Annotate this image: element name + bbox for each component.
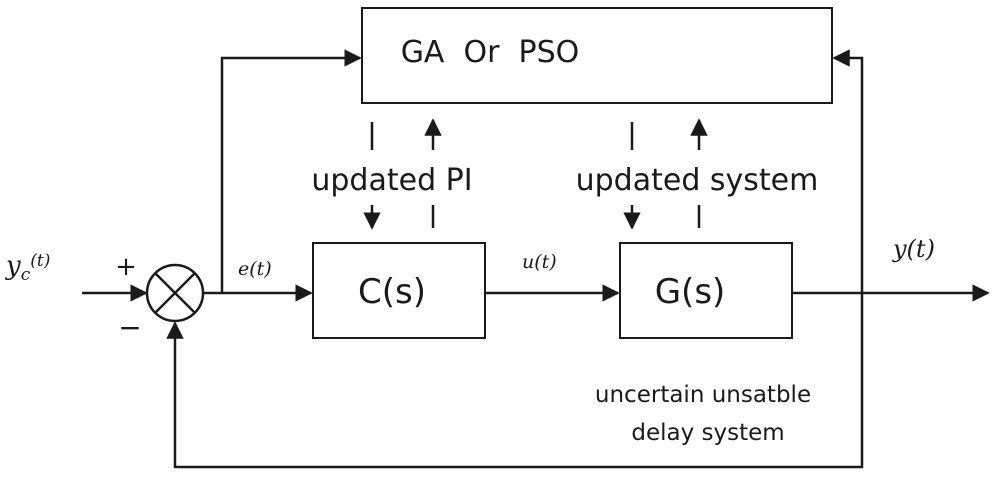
updated-system-label: updated system <box>576 163 819 198</box>
optimizer-box <box>361 7 833 104</box>
minus-sign: − <box>118 311 141 344</box>
output-signal-label: y(t) <box>892 235 935 263</box>
summing-junction: + − <box>115 252 205 344</box>
summing-cross-b <box>154 272 196 314</box>
optimizer-block: GA Or PSO <box>361 7 833 104</box>
updated-pi-label: updated PI <box>311 163 472 198</box>
plus-sign: + <box>115 252 137 282</box>
plant-block: G(s) <box>619 242 793 339</box>
controller-box <box>312 242 486 339</box>
feedback-arrow <box>166 293 864 469</box>
control-signal-label: u(t) <box>522 251 557 273</box>
optimizer-label: GA Or PSO <box>401 35 580 70</box>
reference-argument: (t) <box>30 251 50 271</box>
error-signal-label: e(t) <box>238 258 272 280</box>
plant-caption-line1: uncertain unsatble <box>595 382 811 408</box>
output-to-optimizer-arrow <box>832 49 864 293</box>
controller-label: C(s) <box>358 272 426 312</box>
reference-signal-label: yc(t) <box>5 251 50 285</box>
plant-box <box>619 242 793 339</box>
error-to-optimizer-arrow <box>220 49 362 293</box>
plant-label: G(s) <box>655 272 726 312</box>
reference-subscript: c <box>21 265 31 285</box>
reference-symbol: y <box>5 251 21 281</box>
controller-block: C(s) <box>312 242 486 339</box>
plant-caption-line2: delay system <box>631 420 784 446</box>
